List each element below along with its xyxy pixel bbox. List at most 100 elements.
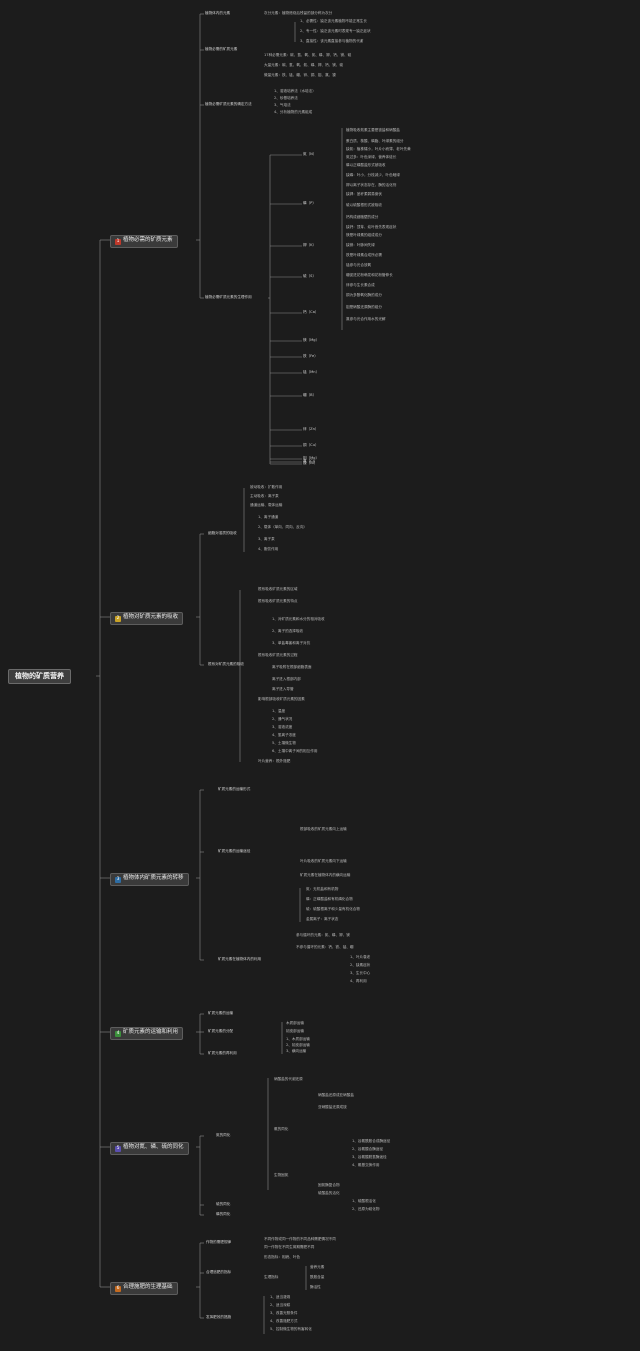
detail-line[interactable]: 生物固氮 (274, 1173, 289, 1177)
detail-line[interactable]: 酰胺含量 (310, 1275, 325, 1279)
subtopic-label[interactable]: 合理追肥的指标 (206, 1270, 232, 1274)
note-line[interactable]: 氮过多：叶色深绿，营养体徒长 (346, 155, 397, 159)
detail-line[interactable]: 形态指标：相貌、叶色 (264, 1255, 300, 1259)
detail-line[interactable]: 硫酸盐的活化 (318, 1191, 340, 1195)
subtopic-label[interactable]: 矿质元素的运输途径 (218, 849, 251, 853)
detail-line[interactable]: 根部吸收的矿质元素向上运输 (300, 827, 347, 831)
detail-line[interactable]: 磷：正磷酸盐和有机磷化合物 (306, 897, 353, 901)
detail-line[interactable]: 17种必需元素：碳、氢、氧、氮、磷、钾、钙、镁、硫 (264, 53, 352, 57)
detail-line[interactable]: 营养元素 (310, 1265, 325, 1269)
note-line[interactable]: 镁是叶绿素的组成成分 (346, 233, 382, 237)
detail-line[interactable]: 3、单盐毒害和离子对抗 (272, 641, 311, 645)
detail-line[interactable]: 3、横向运输 (286, 1049, 307, 1053)
detail-line[interactable]: 3、改善光照条件 (270, 1311, 298, 1315)
detail-line[interactable]: 金属离子：离子状态 (306, 917, 339, 921)
detail-line[interactable]: 1、溶液培养法（水培法） (274, 89, 316, 93)
detail-line[interactable]: 离子进入根部内部 (272, 677, 301, 681)
detail-line[interactable]: 1、离子通道 (258, 515, 279, 519)
detail-line[interactable]: 1、硫酸根活化 (352, 1199, 376, 1203)
detail-line[interactable]: 3、直接性：该元素直接参与植物的代谢 (300, 39, 364, 43)
detail-line[interactable]: 影响根部吸收矿质元素的因素 (258, 697, 305, 701)
detail-line[interactable]: 2、离子的选择吸收 (272, 629, 304, 633)
note-line[interactable]: 缺钾：茎秆柔弱易倒伏 (346, 192, 382, 196)
note-line[interactable]: 铜为多酚氧化酶的成分 (346, 293, 382, 297)
detail-line[interactable]: 不同作物或同一作物的不同品种需肥情况不同 (264, 1237, 336, 1241)
detail-line[interactable]: 大量元素：碳、氢、氧、氮、磷、钾、钙、镁、硫 (264, 63, 344, 67)
detail-line[interactable]: 根系吸收矿质元素的过程 (258, 653, 298, 657)
element-label[interactable]: 镍（Ni） (303, 461, 318, 465)
note-line[interactable]: 蛋白质、核酸、磷脂、叶绿素的组分 (346, 139, 404, 143)
detail-line[interactable]: 1、必需性：缺乏该元素植物不能正常生长 (300, 19, 367, 23)
subtopic-label[interactable]: 矿质元素的运输形式 (218, 787, 251, 791)
element-label[interactable]: 磷（P） (303, 201, 316, 205)
detail-line[interactable]: 4、氨基交换作用 (352, 1163, 380, 1167)
detail-line[interactable]: 矿质元素在植物体内的横向运输 (300, 873, 351, 877)
detail-line[interactable]: 2、还原为硫化物 (352, 1207, 380, 1211)
detail-line[interactable]: 4、分析植物的元素组成 (274, 110, 313, 114)
detail-line[interactable]: 1、叶片衰老 (350, 955, 371, 959)
detail-line[interactable]: 3、气培法 (274, 103, 291, 107)
detail-line[interactable]: 2、载体（单向、同向、反向） (258, 525, 308, 529)
subtopic-label[interactable]: 矿质元素的分配 (208, 1029, 234, 1033)
detail-line[interactable]: 3、离子泵 (258, 537, 275, 541)
detail-line[interactable]: 2、适当深耕 (270, 1303, 291, 1307)
root-node[interactable]: 植物的矿质营养 (8, 669, 71, 684)
note-line[interactable]: 缺磷：叶小，分枝减少，叶色暗绿 (346, 173, 400, 177)
element-label[interactable]: 氮（N） (303, 152, 317, 156)
detail-line[interactable]: 通道运输、载体运输 (250, 503, 283, 507)
detail-line[interactable]: 被动吸收：扩散作用 (250, 485, 283, 489)
note-line[interactable]: 铁是叶绿素合成所必需 (346, 253, 382, 257)
detail-line[interactable]: 2、专一性：缺乏该元素时表现专一缺乏症状 (300, 29, 371, 33)
subtopic-label[interactable]: 根系对矿质元素的吸收 (208, 662, 244, 666)
note-line[interactable]: 植物吸收氮素主要是铵盐和硝酸盐 (346, 128, 400, 132)
detail-line[interactable]: 叶片营养：根外施肥 (258, 759, 291, 763)
subtopic-label[interactable]: 细胞对溶质的吸收 (208, 531, 237, 535)
note-line[interactable]: 缺钙：顶芽、幼叶首先表现症状 (346, 225, 397, 229)
element-label[interactable]: 钙（Ca） (303, 310, 319, 314)
subtopic-label[interactable]: 硫的同化 (216, 1202, 231, 1206)
note-line[interactable]: 硼促进花粉萌发和花粉管伸长 (346, 273, 393, 277)
note-line[interactable]: 硫以硫酸根形式被吸收 (346, 203, 382, 207)
note-line[interactable]: 锌参与生长素合成 (346, 283, 375, 287)
detail-line[interactable]: 木质部运输 (286, 1021, 304, 1025)
detail-line[interactable]: 4、氢离子浓度 (272, 733, 296, 737)
detail-line[interactable]: 酶活性 (310, 1285, 321, 1289)
detail-line[interactable]: 2、韧皮部运输 (286, 1043, 310, 1047)
detail-line[interactable]: 灰分元素：植物燃烧后残留的部分称为灰分 (264, 11, 333, 15)
element-label[interactable]: 锰（Mn） (303, 370, 320, 374)
element-label[interactable]: 铁（Fe） (303, 354, 318, 358)
subtopic-label[interactable]: 矿质元素在植物体内的利用 (218, 957, 262, 961)
note-line[interactable]: 缺氮：植株矮小，叶片小而薄，老叶先黄 (346, 147, 411, 151)
detail-line[interactable]: 2、通气状况 (272, 717, 293, 721)
detail-line[interactable]: 6、土壤中离子间的相互作用 (272, 749, 318, 753)
detail-line[interactable]: 1、适当灌溉 (270, 1295, 291, 1299)
element-label[interactable]: 铜（Cu） (303, 443, 319, 447)
note-line[interactable]: 缺镁：叶脉间失绿 (346, 243, 375, 247)
subtopic-label[interactable]: 作物的需肥规律 (206, 1240, 232, 1244)
note-line[interactable]: 钙构成细胞壁的成分 (346, 215, 379, 219)
element-label[interactable]: 钼（Mo） (303, 456, 320, 460)
detail-line[interactable]: 参与循环的元素：氮、磷、钾、镁 (296, 933, 350, 937)
detail-line[interactable]: 亚硝酸盐还原成铵 (318, 1105, 347, 1109)
subtopic-label[interactable]: 植物必需的矿质元素 (205, 47, 238, 51)
detail-line[interactable]: 氮：无机盐和有机物 (306, 887, 339, 891)
subtopic-label[interactable]: 矿质元素的运输 (208, 1011, 234, 1015)
subtopic-label[interactable]: 磷的同化 (216, 1212, 231, 1216)
detail-line[interactable]: 硝酸盐还原成亚硝酸盐 (318, 1093, 354, 1097)
detail-line[interactable]: 4、改善施肥方式 (270, 1319, 298, 1323)
detail-line[interactable]: 固氮酶复合物 (318, 1183, 340, 1187)
detail-line[interactable]: 2、砂基培养法 (274, 96, 298, 100)
detail-line[interactable]: 硝酸盐的代谢还原 (274, 1077, 303, 1081)
detail-line[interactable]: 不参与循环的元素：钙、铁、锰、硼 (296, 945, 354, 949)
detail-line[interactable]: 离子吸附在根部细胞表面 (272, 665, 312, 669)
note-line[interactable]: 锰参与光合放氧 (346, 263, 372, 267)
detail-line[interactable]: 生理指标 (264, 1275, 279, 1279)
element-label[interactable]: 硼（B） (303, 393, 317, 397)
subtopic-label[interactable]: 植物体内的元素 (205, 11, 231, 15)
detail-line[interactable]: 2、缺素症状 (350, 963, 371, 967)
